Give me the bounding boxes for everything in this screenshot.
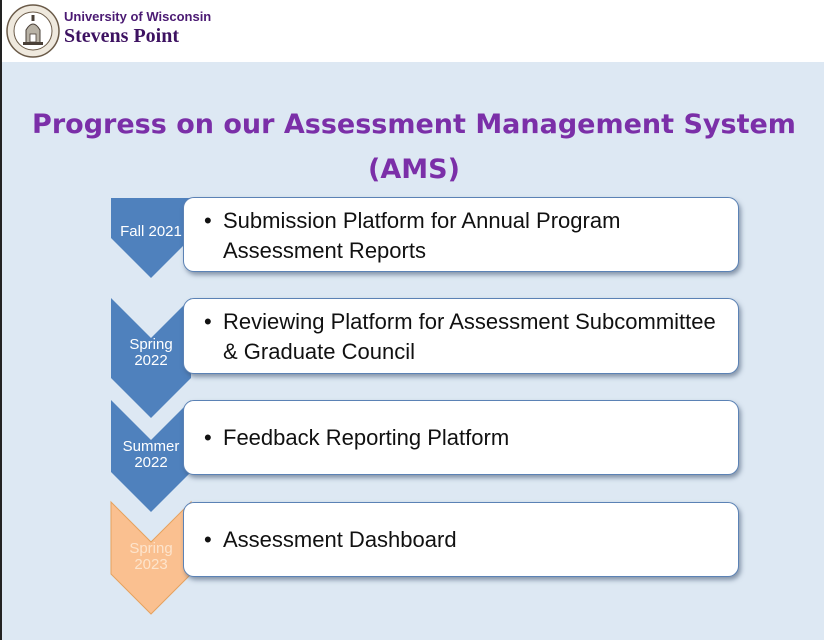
timeline-period-text: Spring 2022 xyxy=(129,336,173,369)
chevron-summer-2022 xyxy=(111,400,191,512)
slide-title: Progress on our Assessment Management Sy… xyxy=(32,109,796,185)
timeline-period-text: Spring 2023 xyxy=(129,540,173,573)
university-name-line2: Stevens Point xyxy=(64,25,179,47)
chevron-fall-2021 xyxy=(111,198,191,278)
timeline-item-text: Submission Platform for Annual Program A… xyxy=(223,208,621,263)
timeline-item-text: Reviewing Platform for Assessment Subcom… xyxy=(223,309,716,364)
timeline-item-box: • Reviewing Platform for Assessment Subc… xyxy=(183,298,739,374)
timeline-period-label: Summer 2022 xyxy=(111,439,191,471)
timeline-item-text: Feedback Reporting Platform xyxy=(223,425,510,450)
timeline-item-text: Assessment Dashboard xyxy=(223,527,457,552)
timeline-item-box: • Assessment Dashboard xyxy=(183,502,739,577)
header-bar: University of Wisconsin Stevens Point xyxy=(2,0,824,62)
bullet: • xyxy=(204,309,212,334)
university-name-line1: University of Wisconsin xyxy=(64,9,212,24)
university-seal-icon xyxy=(6,4,60,58)
timeline-item-box: • Submission Platform for Annual Program… xyxy=(183,197,739,272)
bullet: • xyxy=(204,425,212,450)
timeline-item-box: • Feedback Reporting Platform xyxy=(183,400,739,475)
bullet: • xyxy=(204,527,212,552)
timeline-period-label: Spring 2023 xyxy=(111,541,191,573)
timeline-period-text: Summer 2022 xyxy=(122,438,180,471)
bullet: • xyxy=(204,208,212,233)
chevron-spring-2022 xyxy=(111,298,191,418)
timeline-period-label: Fall 2021 xyxy=(120,223,182,240)
timeline-period-label: Spring 2022 xyxy=(111,337,191,369)
